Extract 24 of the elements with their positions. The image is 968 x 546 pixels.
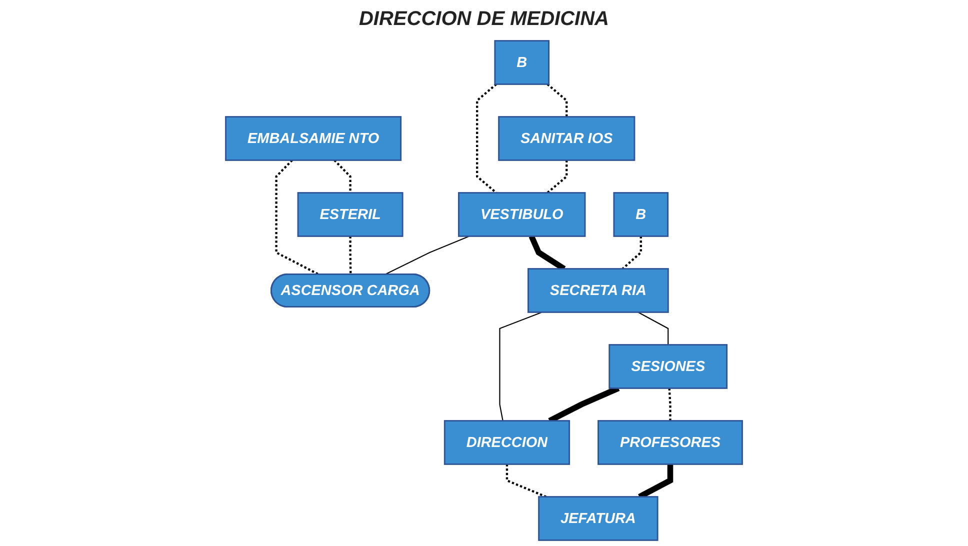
- node-box: JEFATURA: [538, 496, 658, 541]
- node-box: B: [613, 192, 669, 237]
- node-box: PROFESORES: [598, 420, 743, 465]
- connector: [546, 83, 568, 117]
- connector: [546, 160, 568, 194]
- connector: [275, 159, 320, 276]
- node-box: SESIONES: [608, 344, 728, 389]
- connector: [668, 388, 672, 421]
- connector: [506, 464, 546, 498]
- connector: [638, 312, 669, 345]
- node-box: VESTIBULO: [458, 192, 586, 237]
- node-box: EMBALSAMIE NTO: [225, 116, 402, 161]
- diagram-title: DIRECCION DE MEDICINA: [358, 8, 609, 31]
- connector: [334, 159, 352, 193]
- node-box: B: [494, 40, 550, 85]
- node-box: SECRETA RIA: [528, 268, 669, 313]
- connector: [499, 312, 542, 421]
- connector: [476, 83, 497, 194]
- node-box: DIRECCION: [444, 420, 570, 465]
- node-box: SANITAR IOS: [498, 116, 636, 161]
- connector: [349, 236, 352, 275]
- node-box: ESTERIL: [297, 192, 404, 237]
- connector: [622, 236, 642, 270]
- connector: [384, 236, 470, 276]
